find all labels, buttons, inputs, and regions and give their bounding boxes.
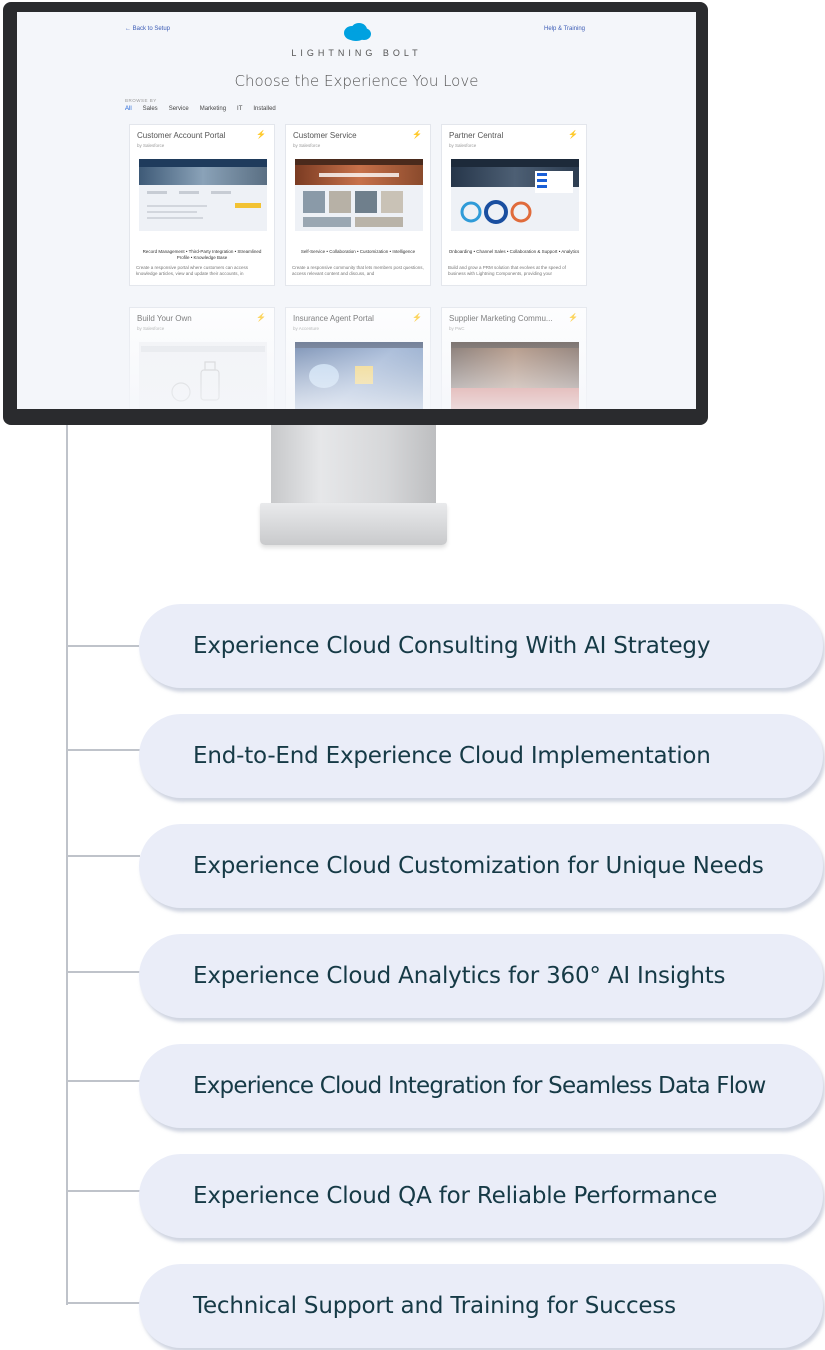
card-preview-image [451,159,579,231]
service-label: Technical Support and Training for Succe… [193,1293,676,1319]
card-description: Build and grow a PRM solution that evolv… [448,265,566,276]
monitor-screen: ← Back to Setup Help & Training LIGHTNIN… [17,12,696,409]
connector-branch [66,749,140,751]
filter-tab-it[interactable]: IT [237,106,243,112]
card-title: Customer Account Portal [137,131,226,140]
salesforce-cloud-icon [344,23,371,41]
service-label: Experience Cloud Analytics for 360° AI I… [193,963,726,989]
template-card-partner-central[interactable]: Partner Central ⚡ by Salesforce Onboardi… [441,124,587,286]
filter-tab-sales[interactable]: Sales [142,106,158,112]
filter-tab-marketing[interactable]: Marketing [199,106,227,112]
lightning-bolt-icon: ⚡ [256,130,266,139]
service-pill-consulting[interactable]: Experience Cloud Consulting With AI Stra… [139,604,823,688]
card-title: Supplier Marketing Commu... [449,314,553,323]
card-title: Insurance Agent Portal [293,314,374,323]
card-preview-image [295,342,423,409]
card-tags: Record Management • Third-Party Integrat… [142,249,262,260]
template-card-supplier-marketing[interactable]: Supplier Marketing Commu... ⚡ by PwC [441,307,587,409]
connector-branch [66,1190,140,1192]
template-card-customer-account-portal[interactable]: Customer Account Portal ⚡ by Salesforce … [129,124,275,286]
lightning-bolt-icon: ⚡ [568,130,578,139]
service-pill-support-training[interactable]: Technical Support and Training for Succe… [139,1264,823,1348]
template-card-insurance-agent-portal[interactable]: Insurance Agent Portal ⚡ by Accenture [285,307,431,409]
back-to-setup-link[interactable]: ← Back to Setup [125,26,171,32]
connector-branch [66,1080,140,1082]
card-title: Partner Central [449,131,504,140]
service-label: Experience Cloud Integration for Seamles… [193,1073,766,1099]
service-label: End-to-End Experience Cloud Implementati… [193,743,711,769]
card-preview-image [139,159,267,231]
card-author: by Salesforce [137,326,165,331]
service-label: Experience Cloud QA for Reliable Perform… [193,1183,718,1209]
card-author: by Salesforce [449,143,477,148]
connector-vertical-line [66,425,68,1305]
card-description: Create a responsive portal where custome… [136,265,249,276]
service-pill-implementation[interactable]: End-to-End Experience Cloud Implementati… [139,714,823,798]
card-preview-image [295,159,423,231]
card-title: Customer Service [293,131,357,140]
template-card-build-your-own[interactable]: Build Your Own ⚡ by Salesforce [129,307,275,409]
lightning-bolt-icon: ⚡ [412,130,422,139]
connector-branch [66,971,140,973]
help-training-link[interactable]: Help & Training [544,26,586,32]
lightning-bolt-icon: ⚡ [568,313,578,322]
screen-headline: Choose the Experience You Love [234,72,479,90]
connector-branch [66,855,140,857]
monitor: ← Back to Setup Help & Training LIGHTNIN… [3,2,708,425]
card-description: Create a responsive community that lets … [292,265,424,276]
lightning-bolt-icon: ⚡ [256,313,266,322]
service-pill-qa[interactable]: Experience Cloud QA for Reliable Perform… [139,1154,823,1238]
service-label: Experience Cloud Consulting With AI Stra… [193,633,711,659]
connector-branch [66,645,140,647]
card-author: by PwC [449,326,465,331]
service-pill-analytics[interactable]: Experience Cloud Analytics for 360° AI I… [139,934,823,1018]
card-tags: Self-Service • Collaboration • Customiza… [300,249,416,254]
card-title: Build Your Own [137,314,192,323]
connector-branch [66,1302,140,1304]
card-tags: Onboarding • Channel Sales • Collaborati… [448,249,580,254]
filter-tab-service[interactable]: Service [168,106,189,112]
template-card-customer-service[interactable]: Customer Service ⚡ by Salesforce Self-Se… [285,124,431,286]
card-preview-image [139,342,267,409]
monitor-stand-base [260,503,447,545]
filter-tabs: All Sales Service Marketing IT Installed [125,106,276,112]
browse-by-label: BROWSE BY [125,98,157,103]
filter-tab-all[interactable]: All [125,106,132,112]
service-pill-customization[interactable]: Experience Cloud Customization for Uniqu… [139,824,823,908]
service-label: Experience Cloud Customization for Uniqu… [193,853,764,879]
card-preview-image [451,342,579,409]
filter-tab-installed[interactable]: Installed [253,106,276,112]
card-author: by Accenture [293,326,320,331]
service-pill-integration[interactable]: Experience Cloud Integration for Seamles… [139,1044,823,1128]
monitor-stand-neck [271,425,436,505]
lightning-bolt-icon: ⚡ [412,313,422,322]
card-author: by Salesforce [293,143,321,148]
card-author: by Salesforce [137,143,165,148]
lightning-bolt-brand: LIGHTNING BOLT [291,48,422,58]
